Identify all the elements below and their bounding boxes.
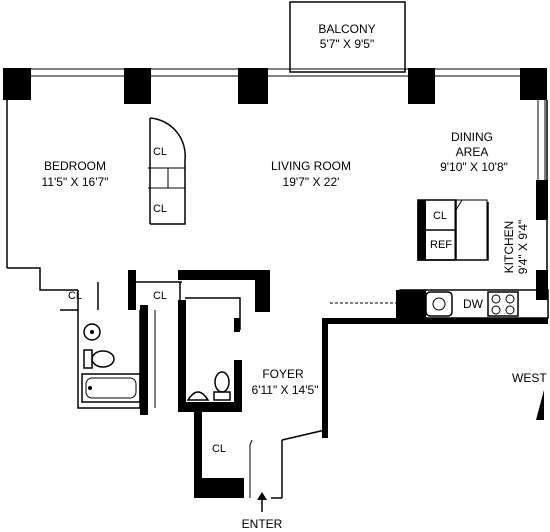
balcony-outline	[289, 1, 406, 73]
bathroom	[77, 305, 156, 415]
entry-arrow	[257, 492, 267, 512]
closet-label-3: CL	[68, 290, 82, 302]
enter-label: ENTER	[242, 517, 283, 531]
dining-name-2: AREA	[456, 145, 489, 159]
ref-label: REF	[430, 239, 452, 251]
closet-label-2: CL	[153, 203, 167, 215]
top-windows	[30, 68, 520, 77]
balcony-dims: 5'7" X 9'5"	[320, 37, 374, 51]
kitchen-dims: 9'4" X 9'4"	[516, 220, 530, 274]
corridor-wall	[322, 318, 548, 438]
stove-icon	[487, 291, 519, 317]
dining-dims: 9'10" X 10'8"	[440, 160, 508, 174]
wall-piers	[3, 68, 548, 300]
living-room-dims: 19'7" X 22'	[283, 175, 340, 189]
living-room-name: LIVING ROOM	[271, 159, 351, 173]
powder-sink-icon	[186, 391, 210, 401]
outer-walls	[6, 100, 548, 300]
powder-toilet-tank-icon	[213, 391, 231, 401]
corridor-arrow-icon	[536, 390, 544, 420]
powder-toilet-icon	[214, 371, 230, 393]
closet-label-5: CL	[212, 443, 226, 455]
west-label: WEST	[512, 371, 547, 385]
kitchen-name: KITCHEN	[502, 221, 516, 274]
toilet-icon	[91, 350, 115, 368]
balcony-name: BALCONY	[318, 22, 375, 36]
balcony	[289, 1, 406, 73]
foyer-name: FOYER	[262, 367, 304, 381]
closet-label-4: CL	[153, 290, 167, 302]
bedroom-closets	[148, 117, 186, 225]
toilet-tank-icon	[83, 349, 93, 369]
bedroom-lower-walls	[60, 270, 270, 332]
bedroom-name: BEDROOM	[44, 159, 106, 173]
closet-label-6: CL	[433, 210, 447, 222]
closet-label-1: CL	[153, 146, 167, 158]
bedroom-dims: 11'5" X 16'7"	[42, 175, 109, 189]
powder-room	[178, 300, 242, 412]
kitchen-sink-icon	[425, 291, 453, 317]
foyer-dims: 6'11" X 14'5"	[252, 383, 319, 397]
dining-name: DINING	[451, 130, 493, 144]
bathtub-icon	[81, 373, 141, 403]
sink-icon	[83, 323, 101, 341]
labels: BALCONY 5'7" X 9'5" BEDROOM 11'5" X 16'7…	[42, 22, 548, 531]
dw-label: DW	[463, 297, 484, 311]
